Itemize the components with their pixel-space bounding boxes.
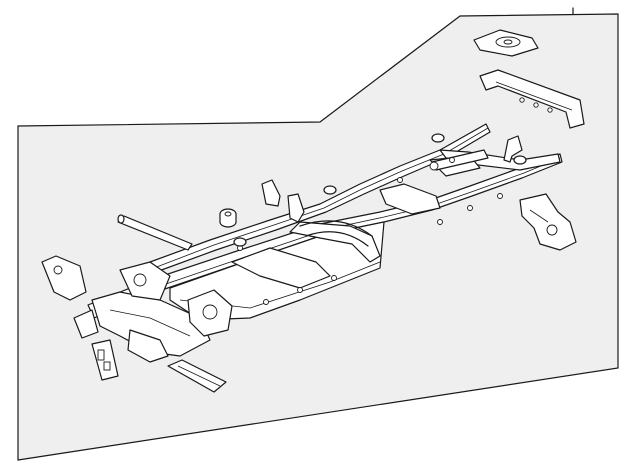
body-mount-insulator xyxy=(219,208,237,228)
spare-tire-hoist-bracket xyxy=(473,29,539,57)
rear-crossmember-bracket xyxy=(479,69,585,129)
left-front-bracket xyxy=(41,255,87,301)
frame-assembly xyxy=(73,123,563,363)
rod-tube xyxy=(117,214,193,251)
rear-spring-hanger xyxy=(519,193,577,251)
rear-bracket-clip xyxy=(503,135,523,163)
front-small-bracket xyxy=(91,339,119,381)
body-mount-bracket-pair xyxy=(261,179,305,223)
front-crossmember-bar xyxy=(167,359,227,393)
